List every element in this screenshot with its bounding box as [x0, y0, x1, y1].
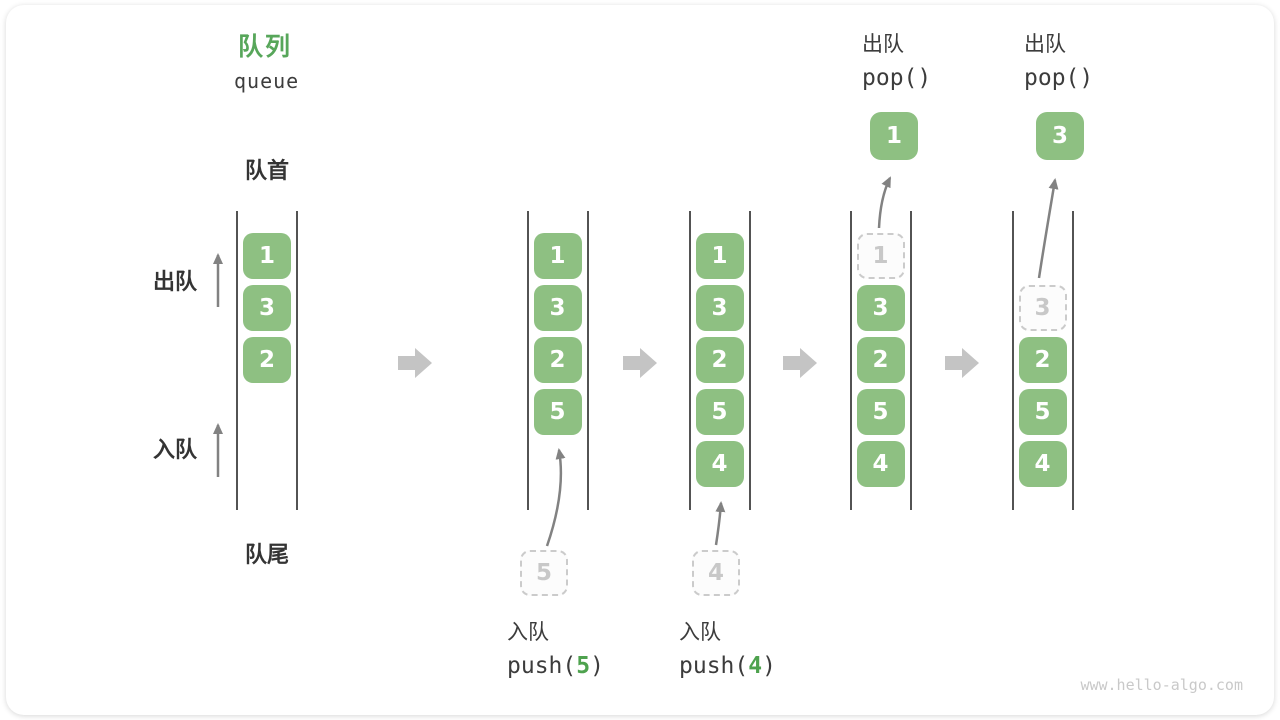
- pop2-operation-label: 出队: [1024, 33, 1066, 56]
- push4-operation-code: push(4): [679, 653, 776, 679]
- enqueue-side-label: 入队: [153, 437, 198, 462]
- queue-rails-2: [526, 211, 589, 510]
- push4-operation: 入队 push(4): [679, 616, 776, 679]
- incoming-item-4: 4: [692, 550, 740, 596]
- figure-card: [6, 5, 1274, 715]
- queue-rails-5: [1011, 211, 1074, 510]
- figure-title-zh: 队列: [238, 33, 293, 61]
- queue-cell: 3: [243, 285, 291, 331]
- queue-rails-3: [688, 211, 751, 510]
- code-arg: 4: [748, 653, 763, 679]
- code-close: ): [762, 653, 776, 679]
- queue-rails-1: [236, 211, 298, 510]
- pop2-operation-code: pop(): [1024, 65, 1094, 91]
- queue-cell: 3: [856, 285, 905, 331]
- dequeue-side-label: 出队: [153, 269, 198, 294]
- code-arg: 5: [576, 653, 591, 679]
- queue-cell: 5: [1018, 389, 1067, 435]
- queue-cell: 2: [1018, 337, 1067, 383]
- queue-cell: 2: [695, 337, 744, 383]
- queue-rails-4: [849, 211, 912, 510]
- pop1-operation-code: pop(): [862, 65, 932, 91]
- push5-operation: 入队 push(5): [507, 616, 604, 679]
- rear-label: 队尾: [244, 542, 290, 567]
- queue-cell: 4: [856, 441, 905, 487]
- queue-cell: 4: [695, 441, 744, 487]
- pop1-operation-label: 出队: [862, 33, 904, 56]
- pop2-operation: 出队 pop(): [1024, 28, 1093, 91]
- push5-operation-code: push(5): [507, 653, 604, 679]
- code-fn: push(: [507, 653, 577, 679]
- queue-cell-dashed: 1: [856, 233, 905, 279]
- watermark: www.hello-algo.com: [1080, 676, 1243, 694]
- queue-cell: 2: [533, 337, 582, 383]
- pop1-operation: 出队 pop(): [862, 28, 931, 91]
- queue-cell: 5: [533, 389, 582, 435]
- queue-cell: 1: [533, 233, 582, 279]
- queue-cell: 3: [533, 285, 582, 331]
- popped-item-1: 1: [870, 112, 918, 160]
- queue-cell: 2: [856, 337, 905, 383]
- queue-cell-dashed: 3: [1018, 285, 1067, 331]
- popped-item-3: 3: [1036, 112, 1084, 160]
- queue-cell: 1: [243, 233, 291, 279]
- queue-cell: 4: [1018, 441, 1067, 487]
- figure-title-en: queue: [234, 69, 300, 93]
- queue-cell: 2: [243, 337, 291, 383]
- incoming-item-5: 5: [520, 550, 568, 596]
- push4-operation-label: 入队: [679, 621, 721, 644]
- code-close: ): [590, 653, 604, 679]
- queue-cell: 5: [695, 389, 744, 435]
- push5-operation-label: 入队: [507, 621, 549, 644]
- queue-cell: 1: [695, 233, 744, 279]
- code-fn: push(: [679, 653, 749, 679]
- queue-cell: 3: [695, 285, 744, 331]
- front-label: 队首: [244, 158, 290, 183]
- queue-cell: 5: [856, 389, 905, 435]
